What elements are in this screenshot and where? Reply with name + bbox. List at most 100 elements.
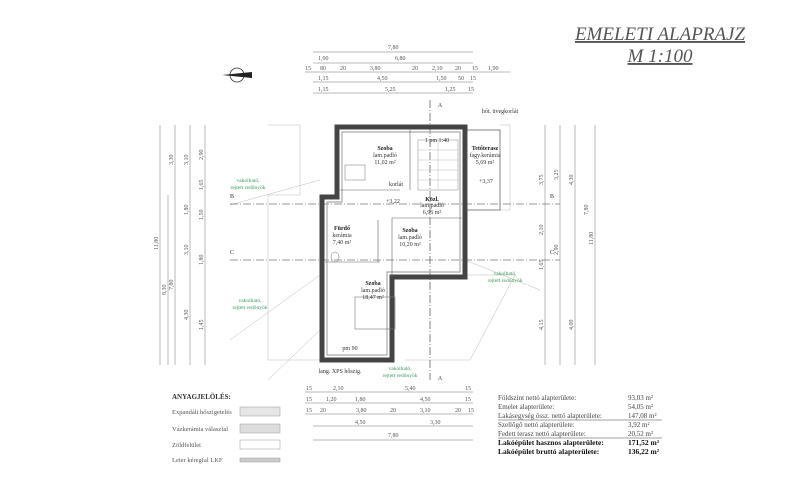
dimension-label: Közl. <box>425 197 439 203</box>
dimension-label: 20 <box>320 408 326 414</box>
dimension-label: 1 pm 1:40 <box>425 138 449 144</box>
dimension-label: 7,80 <box>388 45 399 51</box>
dimension-label: A <box>438 376 443 382</box>
dimension-label: 20 <box>390 408 396 414</box>
dimension-label: 50 <box>458 76 464 82</box>
dimension-label: fagy.kerámia <box>469 152 500 159</box>
dimension-label: 20 <box>340 66 346 72</box>
dimension-label: B <box>550 194 554 200</box>
building-walls <box>319 124 501 363</box>
dimension-label: 4,15 <box>539 320 545 331</box>
dimension-label: 4,00 <box>569 320 575 331</box>
dimension-label: 1,45 <box>199 320 205 331</box>
dimension-label: 15 <box>468 408 474 414</box>
dimension-label: vakolható, <box>236 178 260 184</box>
dimension-label: 3,80 <box>356 408 367 414</box>
dimension-label: rejtett redőnyök <box>233 305 268 311</box>
dimension-label: B <box>230 194 234 200</box>
dimension-label: 2,10 <box>432 66 443 72</box>
roof-outline <box>229 124 541 381</box>
dimension-label: Szellőgő nettó alapterülete: <box>498 421 575 429</box>
dimension-label: 3,80 <box>370 66 381 72</box>
dimension-label: Fedett terasz nettó alapterülete: <box>498 430 586 438</box>
dimension-label: C <box>230 250 234 256</box>
dimension-label: +3,22 <box>386 199 400 205</box>
section-lines: B B C C A A <box>230 100 560 382</box>
dimension-label: 20 <box>455 66 461 72</box>
dimension-label: 15 <box>465 386 471 392</box>
dimension-label: lang. XPS hőszig. <box>318 369 362 375</box>
dimension-label: 5,25 <box>385 87 396 93</box>
dimension-label: 7,80 <box>169 280 175 291</box>
dimension-label: 15 <box>305 66 311 72</box>
material-legend: ANYAGJELÖLÉS: Expandált hőszigetelés Váz… <box>172 393 281 464</box>
dimension-label: vakolható, <box>238 298 262 304</box>
dimension-label: vakolható, <box>388 366 412 372</box>
dimension-label: pm 90 <box>342 346 357 352</box>
dimension-label: Földszint nettó alapterülete: <box>498 394 576 402</box>
dimension-label: 2,90 <box>199 150 205 161</box>
dimension-label: rejtett redőnyök <box>231 185 266 191</box>
dimension-label: Emelet alapterülete: <box>498 403 554 411</box>
dimension-label: 3,10 <box>420 408 431 414</box>
plan-scale: M 1:100 <box>627 46 693 67</box>
dimension-label: Expandált hőszigetelés <box>172 409 232 416</box>
right-dimensions: 3,75 3,25 4,30 11,80 7,80 2,10 2,90 1,65… <box>539 125 596 365</box>
dimension-label: 3,75 <box>539 175 545 186</box>
dimension-label: Szoba <box>377 146 392 152</box>
dimension-label: 1,00 <box>318 56 329 62</box>
dimension-label: rejtett redőnyök <box>488 278 523 284</box>
dimension-label: 1,65 <box>539 260 545 271</box>
dimension-label: 3,10 <box>184 245 190 256</box>
dimension-label: 4,50 <box>355 420 366 426</box>
dimension-label: 3,92 m² <box>628 421 650 429</box>
dimension-label: 11,80 <box>154 237 160 250</box>
dimension-label: 3,30 <box>169 155 175 166</box>
dimension-label: Fürdő <box>334 226 350 232</box>
dimension-label: A <box>438 103 443 109</box>
dimension-label: 1,90 <box>488 66 499 72</box>
dimension-label: lam.padló <box>420 203 444 209</box>
dimension-label: lam.padló <box>398 235 422 241</box>
dimension-label: 5,69 m² <box>476 160 495 166</box>
dimension-label: 4,30 <box>184 310 190 321</box>
dimension-label: 93,03 m² <box>628 394 653 402</box>
dimension-label: 20 <box>455 408 461 414</box>
dimension-label: 1,15 <box>318 87 329 93</box>
dimension-label: 7,80 <box>388 433 399 439</box>
dimension-label: 1,20 <box>326 397 337 403</box>
dimension-label: 1,25 <box>445 87 456 93</box>
dimension-label: 15 <box>472 66 478 72</box>
dimension-label: 6,96 m² <box>423 210 442 216</box>
dimension-label: korlát <box>389 182 403 188</box>
dimension-label: 15 <box>306 386 312 392</box>
dimension-label: C <box>550 250 554 256</box>
dimension-label: 7,80 <box>584 205 590 216</box>
dimension-label: 54,05 m² <box>628 403 653 411</box>
dimension-label: 15 <box>306 397 312 403</box>
dimension-label: 1,80 <box>355 397 366 403</box>
dimension-label: 20,52 m² <box>628 430 653 438</box>
dimension-label: Lakóépület hasznos alapterülete: <box>498 438 604 447</box>
dimension-label: 8,30 <box>162 285 168 296</box>
dimension-label: 20 <box>412 66 418 72</box>
dimension-label: Tetőterasz <box>472 146 499 152</box>
bed <box>354 296 396 330</box>
dimension-label: vakolható, <box>493 271 517 277</box>
dimension-label: kerámia <box>332 233 352 239</box>
dimension-label: +3,37 <box>479 179 493 185</box>
dimension-label: Vázkerámia válaszfal <box>172 426 228 433</box>
dimension-label: Szoba <box>365 281 380 287</box>
dimension-label: 15 <box>470 76 476 82</box>
dimension-label: Leier kéregfal LKF <box>172 457 223 464</box>
dimension-label: 11,80 <box>589 232 595 245</box>
room-labels: Szoba lam.padló 11,02 m² Közl. lam.padló… <box>318 109 518 375</box>
dimension-label: 1,50 <box>436 76 447 82</box>
dimension-label: 10,20 m² <box>399 242 421 248</box>
dimension-label: 2,10 <box>539 225 545 236</box>
dimension-label: 3,30 <box>430 420 441 426</box>
dimension-label: 136,22 m² <box>628 447 660 456</box>
dimension-label: Lakóépület bruttó alapterülete: <box>498 447 599 456</box>
dimension-label: 4,30 <box>569 175 575 186</box>
